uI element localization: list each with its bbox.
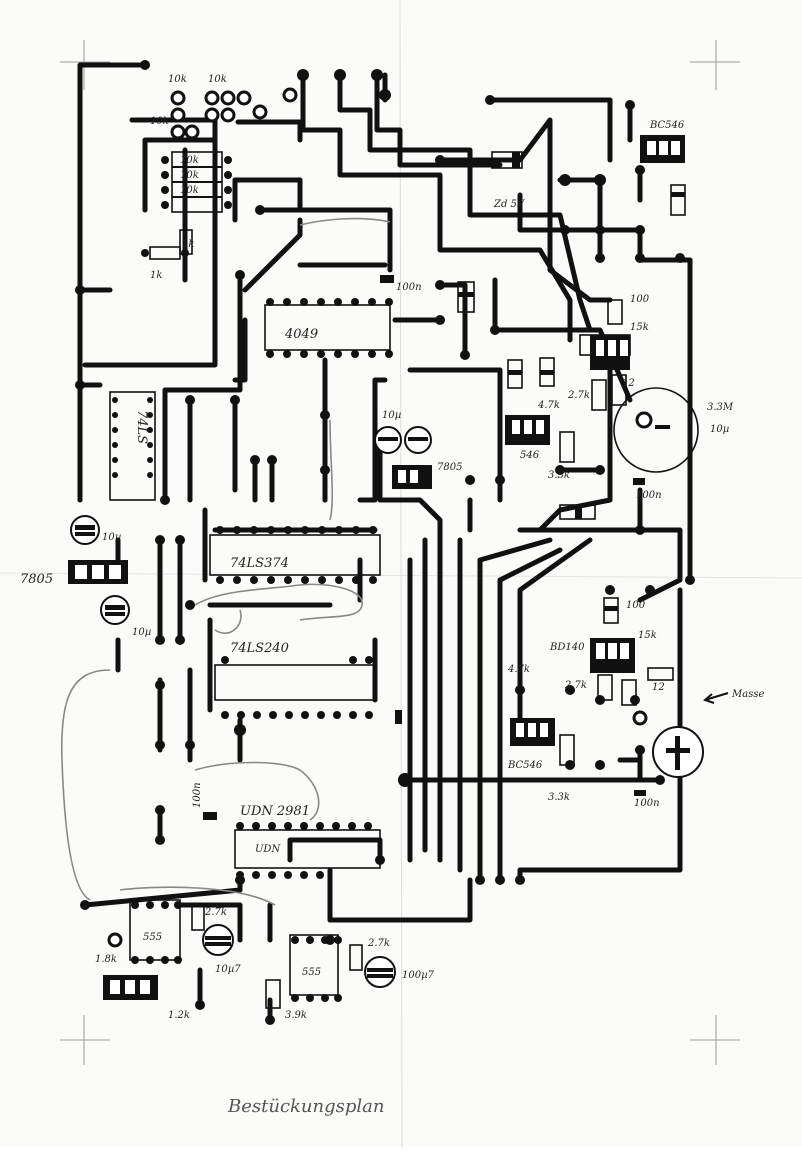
c-100u7-label: 100µ7 [402,970,435,981]
r-27k-label-c: 2.7k [204,907,227,918]
ic-555-right: 555 2.7k 100µ7 3.9k [265,934,435,1021]
ic-4049-label: 4049 [284,327,318,342]
r-47k-label-a: 4.7k [537,400,560,411]
pencil-jumpers [60,217,391,906]
reg-7805-label-mid: 7805 [437,462,462,473]
r-18k-label: 1.8k [95,954,117,965]
r-15k-label-a: 15k [630,322,649,333]
r-10k-label-d: 10k [180,155,199,166]
trimmer-pads [170,87,298,140]
masse-label: Masse [731,689,764,700]
r-33k-label-b: 3.3k [548,792,570,803]
r-27k-label-b: 2.7k [564,680,587,691]
ic-555-right-label: 555 [302,967,321,978]
r-15k-label-b: 15k [638,630,657,641]
ic-udn-label: UDN 2981 [240,804,310,819]
ic-74ls374-label: 74LS374 [230,556,289,571]
r-27k-label-d: 2.7k [367,938,390,949]
r-12-label-a: 12 [622,378,635,389]
solder-pads [75,60,695,1025]
c-10u-label-d: 10µ [710,424,729,435]
r-100-label-b: 100 [626,600,646,611]
r-10k-label-f: 10k [180,185,199,196]
regulator-7805-mid: 7805 10µ [374,410,462,489]
ic-udn-inner-label: UDN [255,844,281,855]
r-33m-label: 3.3M [707,402,734,413]
resistor-1k: 1k 1k [141,229,194,281]
r-10k-label-a: 10k [168,74,187,85]
ic-74ls-label: 74LS [134,410,149,444]
r-47k-label-b: 4.7k [507,664,530,675]
r-12k-label: 1.2k [168,1010,190,1021]
output-stage-lower: 100 BD140 15k 4.7k 2.7k 12 BC546 3.3k 10… [507,597,764,809]
r-10k-label-e: 10k [180,170,199,181]
r-10k-label-b: 10k [208,74,227,85]
tr-546-label: 546 [520,450,540,461]
handwritten-title: Bestückungsplan [227,1096,384,1117]
c-10u-label-c: 10µ [382,410,401,421]
r-1k-label-b: 1k [182,239,194,250]
resistor-array-10k: 10k 10k 10k 10k 10k 10k [150,74,232,213]
c-100n-label-a: 100n [396,282,422,293]
c-10u7-label: 10µ7 [215,964,241,975]
c-100n-label-d: 100n [634,798,660,809]
r-100-label-a: 100 [630,294,650,305]
r-1k-label-a: 1k [150,270,162,281]
tr-bc546-low-label: BC546 [507,760,543,771]
zener-diode: Zd 5V [491,151,526,210]
r-10k-label-c: 10k [150,116,169,127]
zener-label: Zd 5V [493,199,526,210]
r-39k-label: 3.9k [285,1010,307,1021]
r-27k-label-a: 2.7k [567,390,590,401]
ic-74ls240: 74LS240 [214,641,402,724]
ic-4049: 4049 100n [264,275,422,358]
r-33k-label-a: 3.3k [548,470,570,481]
tr-bc546-top-label: BC546 [649,120,685,131]
output-stage-upper: 100 15k 2.7k 12 4.7k 546 3.3k 3.3M 10µ 1… [505,294,734,520]
tr-bd140-label: BD140 [549,642,585,653]
ic-555-left: 555 1.8k 2.7k 10µ7 1.2k [95,899,241,1021]
ic-555-left-label: 555 [143,932,162,943]
regulator-7805-left: 10µ 7805 10µ [20,515,151,638]
resistor-vertical-mid [457,281,475,313]
ic-74ls374: 74LS374 [209,526,381,584]
c-100n-label-c: 100n [636,490,662,501]
ic-udn2981: UDN 2981 UDN 100n [192,782,381,879]
c-10u-label-b: 10µ [132,627,151,638]
c-100n-label-b: 100n [192,782,203,808]
r-12-label-b: 12 [652,682,665,693]
ic-74ls-vertical: 74LS [109,391,156,501]
transistor-bc546-top: BC546 [640,120,686,216]
reg-7805-label-left: 7805 [20,572,53,587]
c-10u-label-a: 10µ [102,532,121,543]
ic-74ls240-label: 74LS240 [230,641,289,656]
